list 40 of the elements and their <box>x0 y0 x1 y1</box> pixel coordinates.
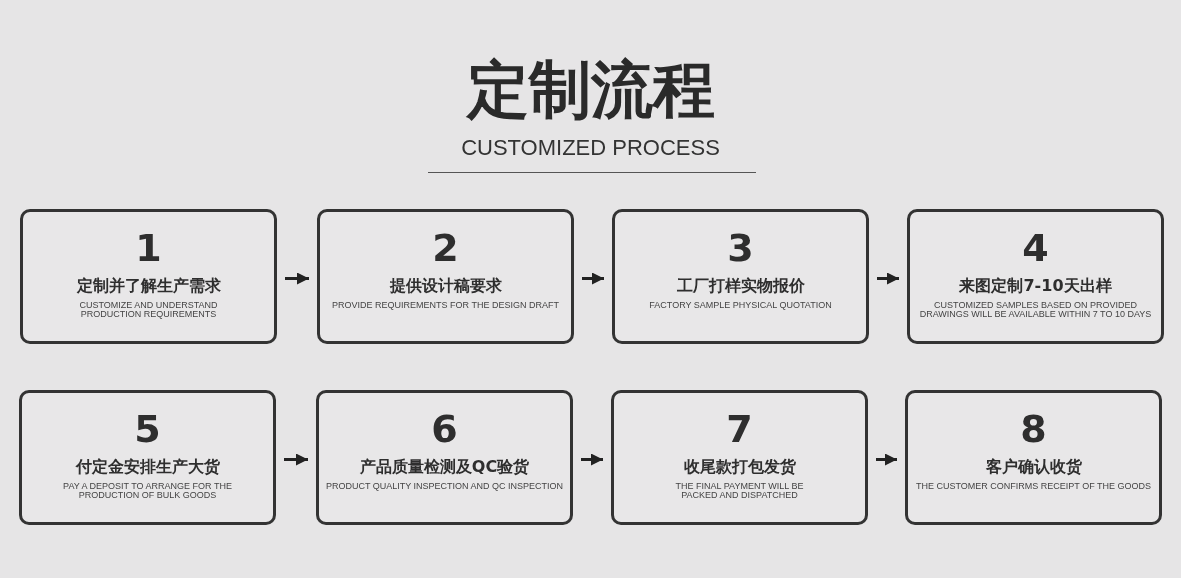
step-number: 7 <box>726 409 753 449</box>
step-box <box>907 209 1164 344</box>
step-title: 来图定制7-10天出样 <box>959 276 1112 296</box>
step-box <box>317 209 574 344</box>
step-title: 客户确认收货 <box>985 457 1082 477</box>
step-number: 6 <box>431 409 458 449</box>
step-description: FACTORY SAMPLE PHYSICAL QUOTATION <box>649 301 832 310</box>
step-title: 工厂打样实物报价 <box>676 276 805 296</box>
step-number: 8 <box>1020 409 1047 449</box>
step-description: THE CUSTOMER CONFIRMS RECEIPT OF THE GOODS <box>916 482 1151 491</box>
step-box <box>20 209 277 344</box>
step-number: 3 <box>727 228 754 268</box>
title: 定制流程 <box>465 52 716 128</box>
step-title: 产品质量检测及QC验货 <box>359 457 530 477</box>
step-number: 1 <box>135 228 162 268</box>
step-description: PAY A DEPOSIT TO ARRANGE FOR THE PRODUCTION OF BULK GOODS <box>62 482 233 500</box>
step-box <box>316 390 573 525</box>
step-description: PRODUCT QUALITY INSPECTION AND QC INSPECTION <box>325 482 564 491</box>
arrow <box>285 272 309 285</box>
arrow <box>582 272 604 285</box>
arrow <box>284 453 308 466</box>
arrow <box>581 453 603 466</box>
step-title: 收尾款打包发货 <box>683 457 796 477</box>
step-box <box>611 390 868 525</box>
step-title: 提供设计稿要求 <box>389 276 502 296</box>
step-description: PROVIDE REQUIREMENTS FOR THE DESIGN DRAFT <box>332 301 559 310</box>
step-box <box>612 209 869 344</box>
step-box <box>905 390 1162 525</box>
step-number: 2 <box>432 228 459 268</box>
step-description: THE FINAL PAYMENT WILL BE PACKED AND DISPATCHED <box>674 482 805 500</box>
step-title: 定制并了解生产需求 <box>76 276 221 296</box>
step-description: CUSTOMIZE AND UNDERSTAND PRODUCTION REQUIREMENTS <box>78 301 219 319</box>
arrow <box>877 272 899 285</box>
step-number: 4 <box>1022 228 1049 268</box>
step-number: 5 <box>134 409 161 449</box>
step-description: CUSTOMIZED SAMPLES BASED ON PROVIDED DRAWINGS WILL BE AVAILABLE WITHIN 7 TO 10 DAYS <box>918 301 1153 319</box>
subtitle: CUSTOMIZED PROCESS <box>460 134 721 162</box>
arrow <box>876 453 897 466</box>
step-box <box>19 390 276 525</box>
step-title: 付定金安排生产大货 <box>75 457 220 477</box>
